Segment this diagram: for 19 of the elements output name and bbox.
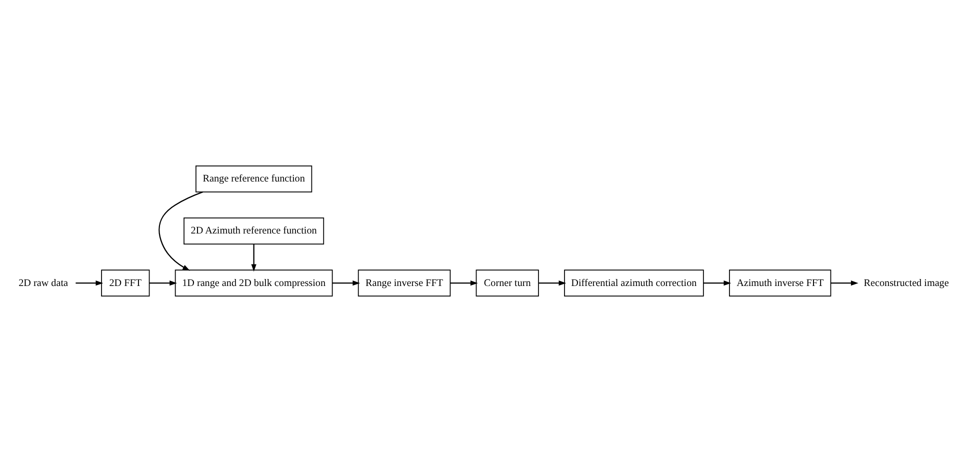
arrow [450, 280, 478, 286]
arrow [76, 280, 104, 286]
arrow [703, 280, 732, 286]
arrow [251, 244, 256, 272]
node-box: Differential azimuth correction [564, 269, 704, 296]
node-box: Range inverse FFT [358, 269, 451, 296]
node-box: Corner turn [476, 269, 539, 296]
arrow [830, 280, 858, 286]
node-box: 2D Azimuth reference function [184, 217, 324, 244]
node-box: 1D range and 2D bulk compression [174, 269, 333, 296]
arrow [158, 190, 204, 270]
node-text: Reconstructed image [864, 277, 949, 288]
node-box: Range reference function [196, 164, 312, 192]
arrow [538, 280, 566, 286]
node-box: Azimuth inverse FFT [729, 269, 832, 296]
node-text: 2D raw data [18, 277, 68, 288]
node-box: 2D FFT [101, 269, 150, 296]
arrow [332, 280, 360, 286]
arrow [149, 280, 177, 286]
